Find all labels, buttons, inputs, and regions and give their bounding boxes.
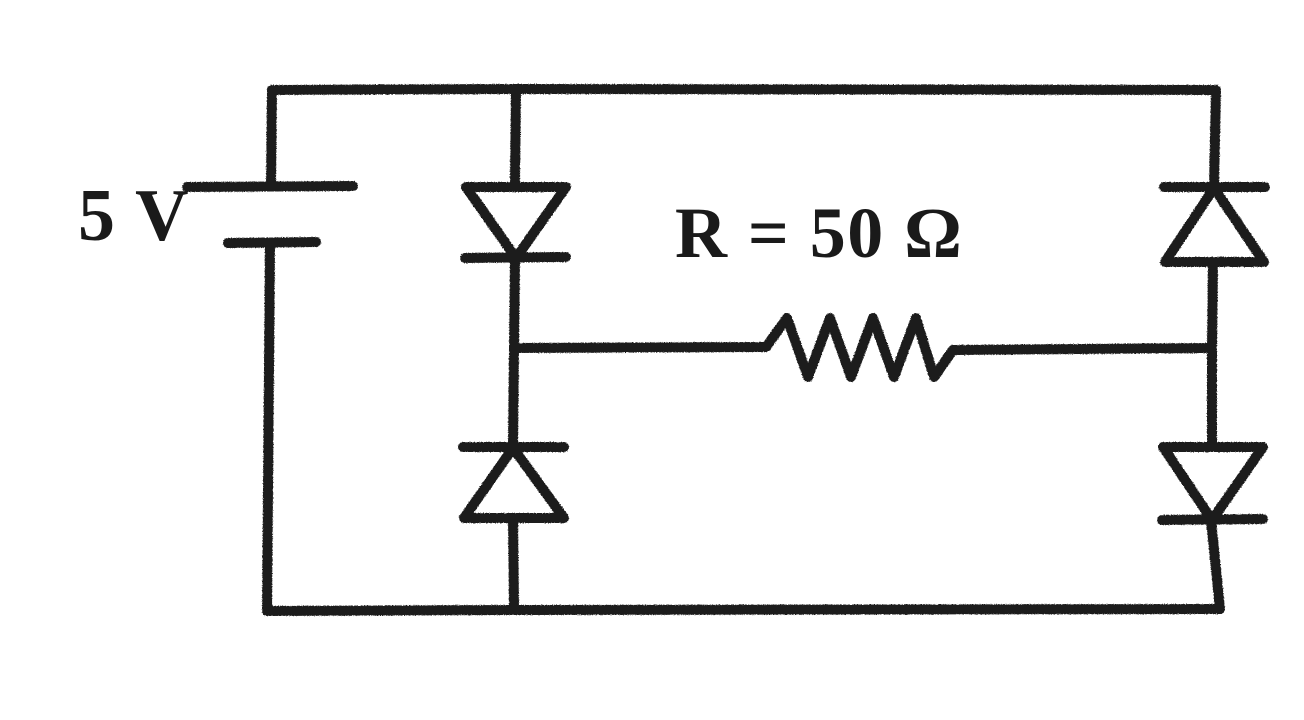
wire-right-lower <box>1206 515 1225 614</box>
resistor-zigzag <box>761 313 958 382</box>
diode-top-left-bar <box>460 252 571 263</box>
wire-left-lower <box>262 239 275 616</box>
diode-bottom-left <box>458 442 569 523</box>
wire-right-middle <box>1207 257 1218 451</box>
diode-top-right <box>1159 182 1270 267</box>
wire-bottom <box>262 604 1225 616</box>
diode-top-right-triangle <box>1160 183 1269 267</box>
battery-short-plate <box>223 237 321 248</box>
diode-bottom-right-triangle <box>1158 442 1268 525</box>
diode-top-left <box>460 182 571 263</box>
wire-top <box>267 84 1221 95</box>
wire-mid-right-of-resistor <box>948 343 1217 355</box>
wire-mid-left-of-resistor <box>509 342 771 353</box>
wire-mid-upper <box>510 84 521 191</box>
resistor-symbol <box>761 313 958 382</box>
source-voltage-label: 5 V <box>78 175 191 257</box>
wire-mid-lower <box>508 513 519 615</box>
diode-bottom-right-bar <box>1157 514 1268 525</box>
wire-right-upper <box>1209 85 1221 191</box>
diode-bottom-right <box>1157 442 1268 525</box>
resistor-value-label: R = 50 Ω <box>675 193 964 273</box>
diode-top-left-triangle <box>461 182 571 263</box>
wire-left-upper <box>266 85 277 191</box>
battery-symbol <box>182 181 358 248</box>
diode-bottom-left-triangle <box>459 443 569 523</box>
battery-long-plate <box>182 181 358 192</box>
middle-horizontal-wire <box>509 342 1217 355</box>
